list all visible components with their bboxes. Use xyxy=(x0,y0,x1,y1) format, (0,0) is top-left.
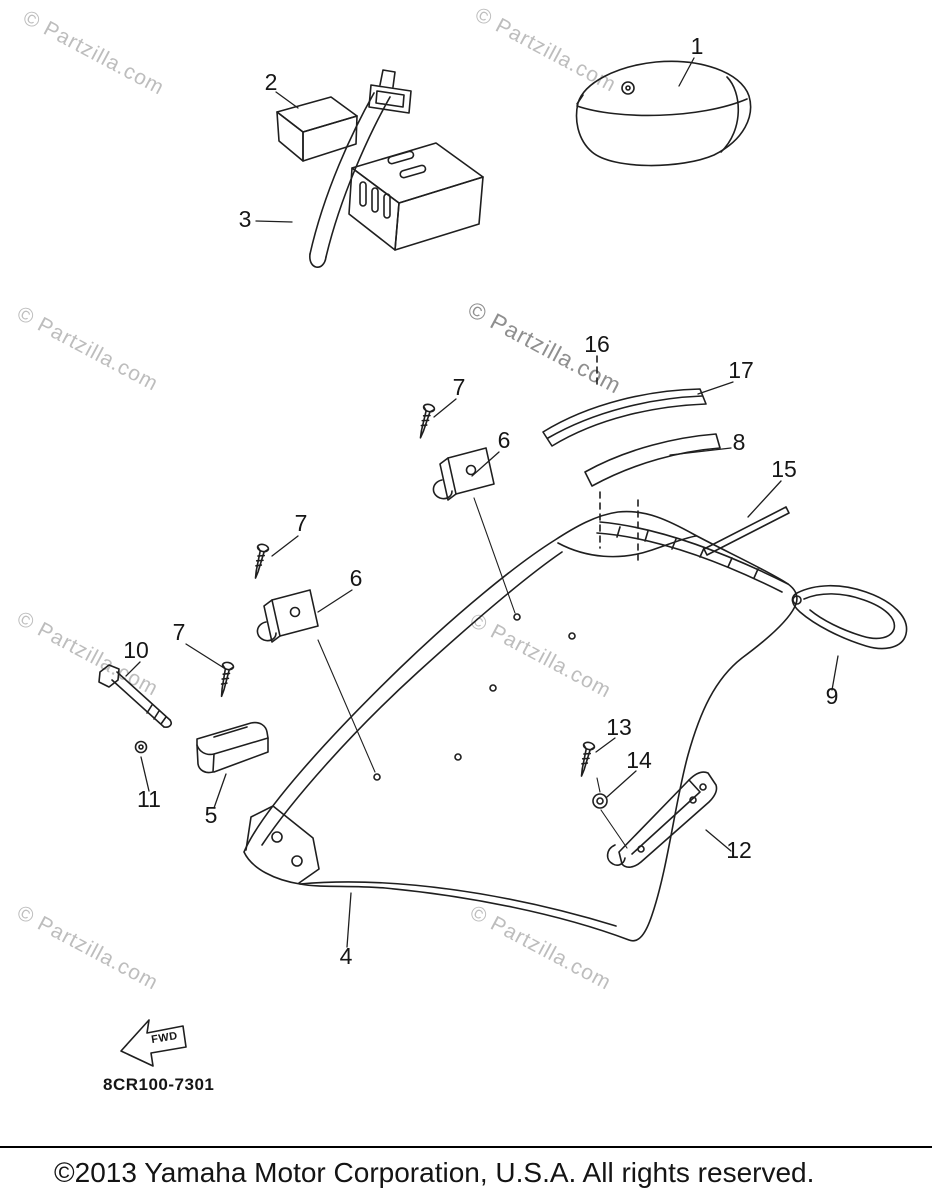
screw xyxy=(249,542,270,581)
assembly-lines xyxy=(317,497,628,849)
callout-label-2: 2 xyxy=(265,69,278,95)
washer xyxy=(134,740,148,754)
battery-box xyxy=(348,142,484,251)
fwd-label: FWD xyxy=(150,1030,178,1046)
clip-bracket-lower xyxy=(256,589,319,643)
battery-cover-box xyxy=(276,96,358,162)
mount-bracket xyxy=(196,721,269,774)
clip-bracket-upper xyxy=(432,447,495,501)
part-code: 8CR100-7301 xyxy=(103,1075,214,1094)
alignment-dashed-lines xyxy=(596,355,639,561)
callout-label-4: 4 xyxy=(340,943,353,969)
wire-hook xyxy=(791,584,908,650)
screw xyxy=(414,402,437,441)
fwd-arrow-icon: FWD xyxy=(120,1019,187,1067)
callout-label-1: 1 xyxy=(691,33,704,59)
callout-label-17: 17 xyxy=(728,357,754,383)
reflector-strip-17 xyxy=(542,388,707,447)
callout-label-8: 8 xyxy=(733,429,746,455)
nut xyxy=(592,793,608,809)
callout-label-16: 16 xyxy=(584,331,610,357)
callout-label-6b: 6 xyxy=(350,565,363,591)
footer-divider xyxy=(0,1146,932,1148)
fender-panel xyxy=(243,510,798,942)
rod xyxy=(703,506,790,556)
screw xyxy=(575,740,596,779)
callout-label-13: 13 xyxy=(606,714,632,740)
reflector-strip-8 xyxy=(584,433,721,487)
callout-label-5: 5 xyxy=(205,802,218,828)
callout-label-6a: 6 xyxy=(498,427,511,453)
callout-label-14: 14 xyxy=(626,747,652,773)
copyright-text: ©2013 Yamaha Motor Corporation, U.S.A. A… xyxy=(54,1157,815,1188)
screw xyxy=(215,660,235,699)
callout-label-7c: 7 xyxy=(173,619,186,645)
callout-label-7a: 7 xyxy=(453,374,466,400)
callout-label-9: 9 xyxy=(826,683,839,709)
support-bracket xyxy=(606,771,718,868)
bolt xyxy=(98,664,172,728)
callout-label-11: 11 xyxy=(137,786,161,812)
callout-label-7b: 7 xyxy=(295,510,308,536)
leader-lines xyxy=(125,57,839,948)
callout-label-3: 3 xyxy=(239,206,252,232)
callout-label-12: 12 xyxy=(726,837,752,863)
callout-label-15: 15 xyxy=(771,456,797,482)
tool-bag xyxy=(575,60,752,167)
callout-label-10: 10 xyxy=(123,637,149,663)
